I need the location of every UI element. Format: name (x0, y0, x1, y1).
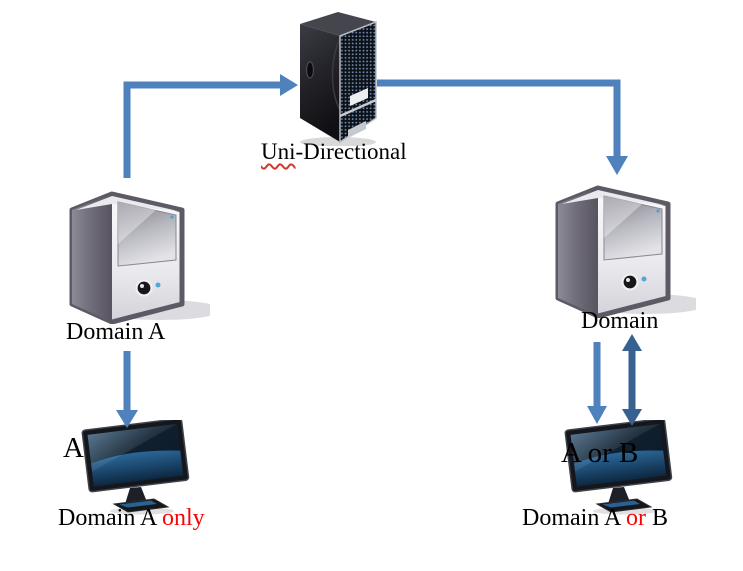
screen-label-a-or-b: A or B (561, 437, 639, 469)
caption-domain-a-or-b: Domain A or B (522, 505, 669, 531)
screen-label-a: A (63, 432, 84, 464)
caption-domain-a-or-b-red: or (626, 505, 647, 531)
server-icon-domain-a (60, 184, 210, 324)
caption-domain-a-or-b-black: Domain A (522, 505, 627, 531)
server-icon-unidirectional (290, 6, 385, 146)
caption-domain-a-or-b-tail: B (646, 505, 669, 531)
label-unidirectional-marked-word: Uni (261, 139, 296, 164)
caption-domain-a-only-black: Domain A (58, 505, 163, 531)
arrow-domain-to-workstation-down (587, 342, 607, 424)
monitor-icon-domain-a-only (80, 420, 195, 515)
label-domain: Domain (581, 308, 659, 334)
label-unidirectional-rest: -Directional (295, 139, 407, 164)
caption-domain-a-only-red: only (162, 505, 205, 531)
monitor-icon-domain-a-or-b (563, 420, 678, 515)
caption-domain-a-only: Domain A only (58, 505, 205, 531)
label-domain-a: Domain A (66, 319, 166, 345)
server-icon-domain (546, 178, 696, 318)
label-unidirectional: Uni-Directional (261, 139, 407, 164)
arrow-unidirectional-to-domain (377, 79, 628, 175)
arrow-domain-a-to-workstation (116, 351, 138, 428)
arrow-domain-workstation-bidirectional (622, 334, 642, 426)
